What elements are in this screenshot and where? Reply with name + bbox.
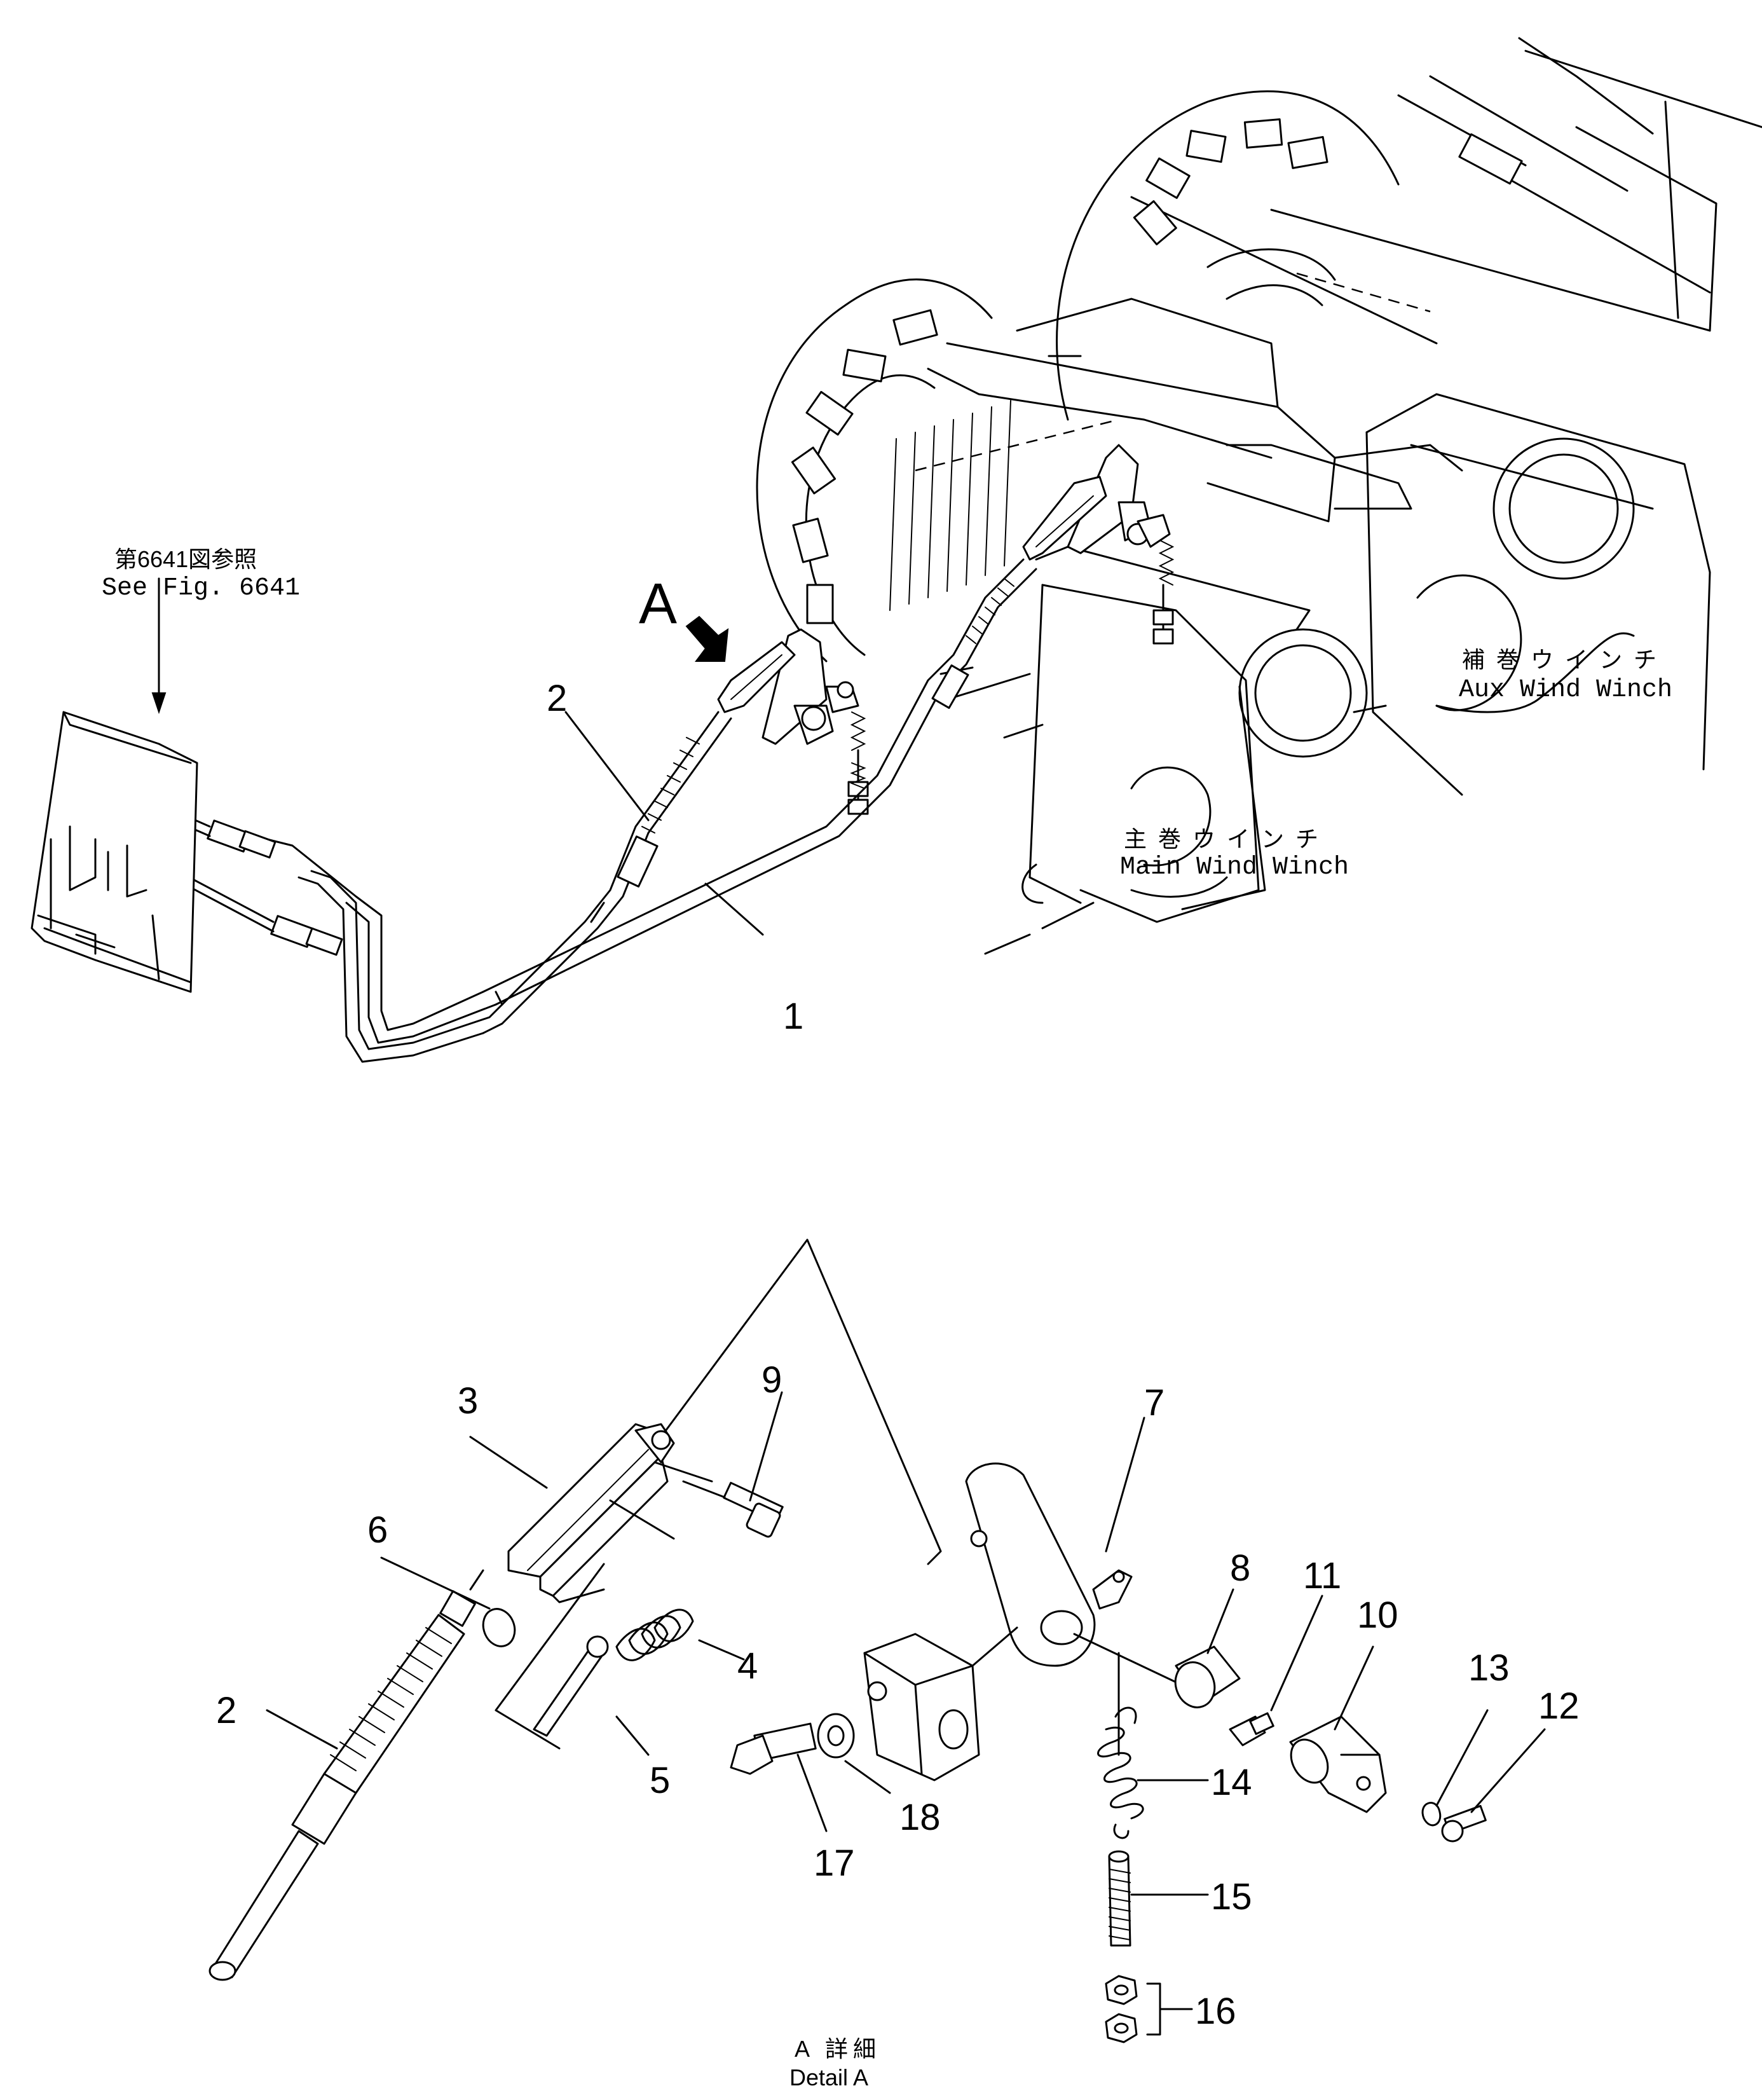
callout-14: 14 [1211,1762,1252,1803]
part-2-cable [210,1570,483,1980]
callout-6: 6 [367,1509,388,1551]
part-15-rod [1109,1851,1130,1946]
callout-16: 16 [1195,1991,1236,2032]
callout-8: 8 [1230,1548,1251,1589]
bracket-block [864,1634,979,1780]
callout-1: 1 [783,996,804,1037]
part-18-washer [818,1714,854,1757]
detail-a-arrow [686,617,728,661]
callout-4: 4 [737,1645,758,1687]
main-winch-gearbox [985,585,1367,954]
callout-2: 2 [216,1690,237,1731]
callout-3: 3 [458,1380,479,1422]
callout-10: 10 [1357,1595,1398,1636]
part-9-bolt [683,1481,782,1538]
part-17-bolt [731,1724,816,1774]
callout-13: 13 [1468,1647,1510,1689]
detail-marker-label: A [639,572,678,636]
drum-teeth-front [792,310,937,623]
drum-teeth-rear [1134,120,1327,245]
part-7-lever [966,1464,1131,1666]
detail-caption-jp: A 詳細 [795,2036,882,2062]
aux-winch-gearbox [1367,394,1710,795]
drum-cable-wraps [890,401,1011,610]
winch-assembly [32,38,1762,1062]
aux-winch-label-jp: 補巻ウインチ [1462,647,1669,673]
callout-12: 12 [1538,1685,1580,1727]
aux-winch-label-en: Aux Wind Winch [1459,676,1673,704]
part-6-bushing [478,1605,520,1651]
main-lever-bracket [718,629,868,814]
callout-7: 7 [1144,1382,1165,1424]
part-13-snap-ring [1423,1803,1440,1825]
callout-2-top: 2 [547,678,568,719]
cable-1 [483,559,1036,1005]
part-5-pin [534,1637,608,1736]
part-8-bushing [1169,1647,1240,1713]
main-winch-label-jp: 主巻ウインチ [1124,826,1330,852]
cable-2 [470,712,731,1033]
aux-lever-bracket [1023,445,1173,643]
control-panel [32,712,197,992]
callout-15: 15 [1211,1876,1252,1918]
part-3-bracket [509,1424,674,1602]
detail-caption-en: Detail A [789,2064,869,2090]
part-4-spring [617,1610,693,1660]
part-10-clevis [1283,1717,1386,1812]
callout-17: 17 [814,1843,855,1884]
see-fig-label-en: See Fig. 6641 [102,574,301,603]
detail-a-view [210,1240,1545,2042]
callout-11: 11 [1303,1555,1342,1596]
part-11-grease-fitting [1230,1713,1273,1745]
part-12-pin [1442,1806,1485,1841]
callout-5: 5 [650,1760,671,1801]
part-16-nuts [1106,1976,1192,2042]
callout-18: 18 [899,1797,941,1838]
main-winch-label-en: Main Wind Winch [1120,853,1349,882]
see-fig-label-jp: 第6641図参照 [114,546,257,572]
callout-9: 9 [761,1359,782,1401]
part-14-spring [1098,1708,1144,1838]
